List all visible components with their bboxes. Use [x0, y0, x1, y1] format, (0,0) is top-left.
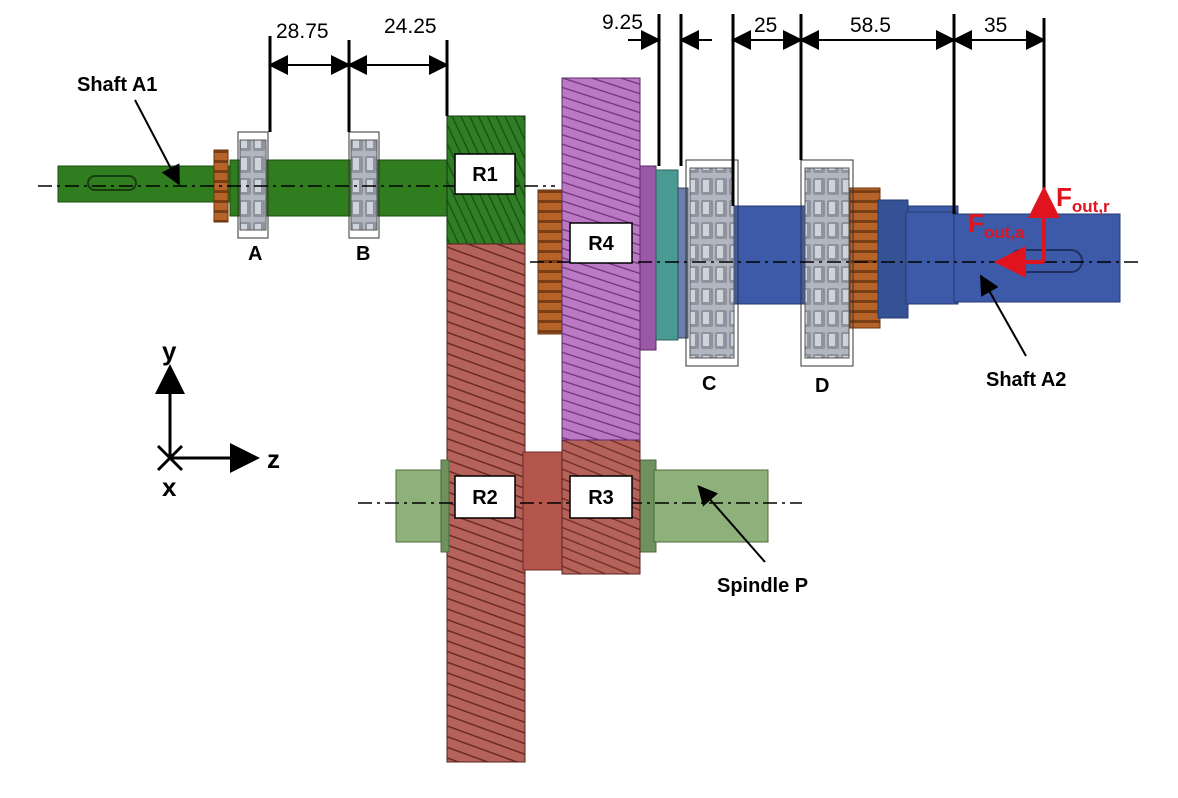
force-radial-label: Fout,r — [1056, 182, 1110, 216]
bearing-b — [348, 131, 380, 239]
dim-b-r1: 24.25 — [384, 15, 437, 38]
label-bearing-c: C — [702, 373, 716, 395]
gear-label-r2: R2 — [454, 475, 516, 519]
dim-c-span: 25 — [754, 14, 777, 37]
bearing-c — [685, 159, 739, 367]
bearing-d — [800, 159, 854, 367]
force-axial-label: Fout,a — [968, 208, 1025, 242]
leader-shaft-a2 — [980, 274, 1027, 357]
axis-label-y: y — [162, 336, 177, 366]
dim-d-out: 35 — [984, 14, 1007, 37]
dim-c-d: 58.5 — [850, 14, 891, 37]
svg-text:R3: R3 — [588, 487, 614, 509]
shaft-a1 — [57, 159, 451, 217]
svg-text:R4: R4 — [588, 233, 614, 255]
leader-spindle-p — [697, 484, 766, 563]
svg-text:R2: R2 — [472, 487, 498, 509]
force-arrows — [994, 186, 1060, 278]
dimension-arrows — [268, 30, 1046, 75]
label-bearing-d: D — [815, 375, 829, 397]
dim-r4-c: 9.25 — [602, 11, 643, 34]
gear-label-r1: R1 — [454, 153, 516, 195]
gear-label-r4: R4 — [569, 222, 633, 264]
label-shaft-a2: Shaft A2 — [986, 369, 1066, 391]
leader-shaft-a1 — [134, 99, 180, 186]
axis-label-z: z — [267, 444, 280, 474]
bearing-a — [237, 131, 269, 239]
label-spindle-p: Spindle P — [717, 575, 808, 597]
gear-label-r3: R3 — [569, 475, 633, 519]
coordinate-axes — [155, 364, 260, 473]
axis-label-x: x — [162, 472, 177, 502]
dim-ab: 28.75 — [276, 20, 329, 43]
label-bearing-b: B — [356, 243, 370, 265]
label-shaft-a1: Shaft A1 — [77, 74, 157, 96]
label-bearing-a: A — [248, 243, 262, 265]
svg-text:R1: R1 — [472, 164, 498, 186]
